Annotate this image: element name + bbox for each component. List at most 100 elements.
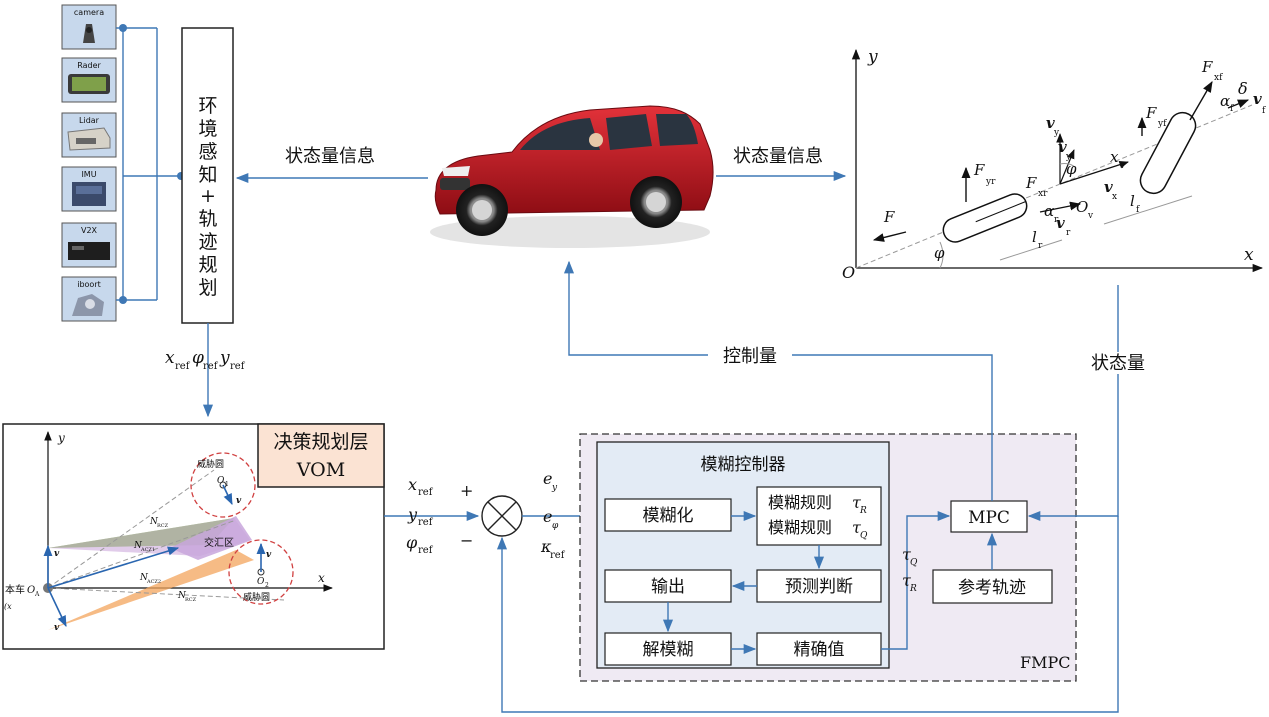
velocity-vr-arrow [1039,201,1082,213]
fuzzy-controller-title: 模糊控制器 [701,455,786,475]
v2x-icon [68,242,110,260]
label-sub: xr [1038,189,1048,199]
vom-axis-y-label: y [57,431,65,445]
label-v: v [1058,138,1067,156]
v2-label: v [54,549,60,559]
n-label: N [133,541,143,551]
label-phi: φ [934,244,945,262]
n-sub: RCZ [157,523,169,529]
vehicle-dynamics-model: y x O F yr F xr [842,47,1266,282]
label-delta: δ [1238,79,1248,98]
sensor-column: camera Rader Lidar IMU [61,4,117,322]
lidar-icon [67,127,111,151]
sensor-lidar: Lidar [61,112,117,158]
summing-junction [481,495,523,537]
label-phi: φ [1066,160,1077,178]
crisp-value-label: 精确值 [794,640,845,660]
body-x-axis [1059,161,1129,185]
car-image [430,105,714,248]
error-ey-sub: y [551,483,558,493]
sensor-bus [116,27,181,301]
sensor-label: Lidar [79,116,100,125]
label-sub: y [1065,152,1072,162]
ref-y: y [219,348,230,368]
perception-char: 迹 [198,231,217,253]
own-car-coord: (x [4,602,12,611]
rule-2-tau: τ [852,518,862,537]
n-sub: ACZ2 [146,579,161,585]
n-label: N [139,573,149,583]
cone-acz2 [48,550,254,630]
sensor-label: IMU [81,170,96,179]
input-y: y [407,505,418,524]
label-sub: v [1087,211,1094,221]
rear-wheel [942,193,1028,243]
threat-circle-2 [228,539,294,605]
velocity-vf-arrow [1227,99,1250,109]
minus-sign: − [460,531,473,550]
defuzzify-label: 解模糊 [643,640,694,660]
threat-label-2: 威胁圆 [243,591,270,603]
front-wheel [1139,111,1197,195]
threat-label-1: 威胁圆 [197,458,224,470]
dimension-lr [999,239,1063,261]
label-sub: yf [1157,119,1167,129]
predict-label: 预测判断 [785,577,853,597]
o1-label: O [217,476,225,486]
sensor-imu: IMU [61,166,117,212]
error-ephi: e [543,507,552,526]
rule-2-sub: Q [860,531,868,541]
error-ey: e [543,469,552,488]
label-v: v [1056,214,1065,232]
label-v: v [1253,90,1262,108]
perception-char: 规 [198,254,217,276]
tau-r-sub: R [909,584,917,594]
own-car-sub: A [34,591,40,598]
n-sub: ACZ1 [140,547,155,553]
label-sub: xf [1214,73,1223,83]
ref-x-sub: ref [175,361,191,372]
state-label: 状态量 [1091,353,1145,374]
vom-header [257,423,385,488]
sensor-label: iboort [77,280,101,289]
label-alpha: α [1220,92,1230,110]
perception-char: 环 [198,95,217,117]
angle-phi-body-arc [1059,163,1077,169]
imu-icon [72,182,106,206]
label-sub: r [1054,215,1059,225]
control-label-bg [708,345,792,367]
label-F: F [973,161,985,179]
tau-labels: τ Q τ R [902,545,918,594]
label-F: F [1145,104,1157,122]
perception-char: + [200,185,216,207]
label-sub: r [1066,228,1071,238]
o2-label: O [257,577,265,587]
label-F: F [1201,58,1213,76]
drag-force-arrow [872,231,907,242]
rcz-line [47,469,215,589]
tau-r: τ [902,571,912,590]
fuzzify-label: 模糊化 [643,506,694,526]
curvature-sub: ref [550,550,566,561]
state-loop-sum [496,516,1119,713]
sensor-label: Rader [77,61,101,70]
perception-label: 环 境 感 知 + 轨 迹 规 划 [198,95,217,299]
dimension-lf [1103,195,1193,225]
input-x: x [408,475,417,494]
vom-subtitle: VOM [296,459,345,481]
intersection-label: 交汇区 [204,536,234,549]
label-alpha: α [1044,202,1054,220]
sensor-label: V2X [81,226,98,235]
label-sub: v [1119,161,1126,171]
v2-obst-label: v [266,550,272,560]
vom-title: 决策规划层 [273,431,368,453]
ref-phi-sub: ref [203,361,219,372]
n-sub: RCZ [185,597,197,603]
state-info-left-label: 状态量信息 [285,146,375,167]
defuzzify-block [604,632,732,666]
curvature: κ [540,537,552,556]
plus-sign: + [460,481,473,500]
vehicle-labels: F yr F xr F yf F xf F δ α f v f v y v y … [883,58,1266,262]
sum-input-labels: x ref y ref φ ref + − [406,475,473,556]
error-ephi-sub: φ [552,521,559,531]
